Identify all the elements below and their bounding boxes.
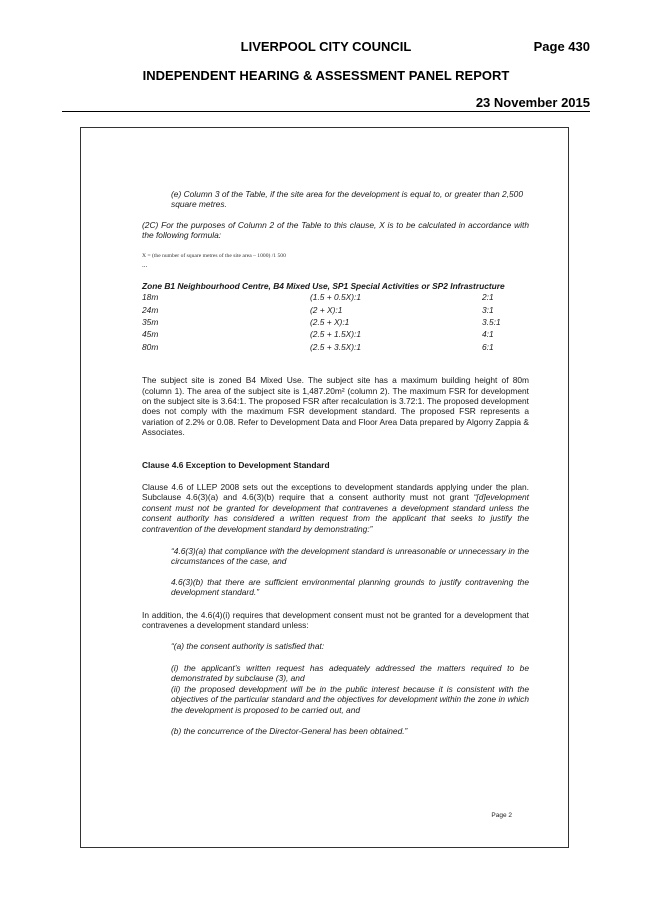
table-cell: 80m	[142, 341, 159, 352]
header-rule	[62, 111, 590, 112]
table-cell: 35m	[142, 317, 159, 327]
clause-heading: Clause 4.6 Exception to Development Stan…	[142, 459, 330, 470]
subject-site-paragraph: The subject site is zoned B4 Mixed Use. …	[142, 375, 529, 438]
table-cell: (1.5 + 0.5X):1	[310, 292, 361, 303]
table-row: 24m (2 + X):1 3:1	[142, 305, 529, 317]
condition-i: (i) the applicant’s written request has …	[171, 662, 529, 684]
table-cell: 24m	[142, 304, 159, 315]
addition-paragraph: In addition, the 4.6(4)(i) requires that…	[142, 609, 529, 631]
clause-paragraph-quote: “[d]evelopment consent must not be grant…	[142, 492, 529, 534]
table-cell: 4:1	[482, 329, 494, 340]
table-cell: 18m	[142, 292, 159, 303]
ellipsis: ...	[142, 260, 148, 269]
table-cell: (2.5 + 1.5X):1	[310, 329, 361, 340]
table-row: 18m (1.5 + 0.5X):1 2:1	[142, 292, 529, 304]
clause-paragraph-text: Clause 4.6 of LLEP 2008 sets out the exc…	[142, 482, 529, 503]
council-name: LIVERPOOL CITY COUNCIL	[240, 39, 412, 54]
table-cell: 45m	[142, 329, 159, 340]
inner-page-number: Page 2	[491, 812, 512, 819]
scanned-document-frame: (e) Column 3 of the Table, if the site a…	[80, 127, 569, 848]
table-cell: (2 + X):1	[310, 304, 343, 315]
quote-4-6-3-b: 4.6(3)(b) that there are sufficient envi…	[171, 576, 529, 598]
table-cell: 3.5:1	[482, 317, 501, 327]
table-cell: 2:1	[482, 292, 494, 303]
clause-paragraph: Clause 4.6 of LLEP 2008 sets out the exc…	[142, 482, 529, 534]
condition-ii: (ii) the proposed development will be in…	[171, 683, 529, 715]
table-row: 35m (2.5 + X):1 3.5:1	[142, 317, 529, 329]
para-2c: (2C) For the purposes of Column 2 of the…	[142, 219, 529, 241]
table-cell: 6:1	[482, 341, 494, 352]
table-cell: 3:1	[482, 304, 494, 315]
table-row: 45m (2.5 + 1.5X):1 4:1	[142, 329, 529, 341]
condition-b: (b) the concurrence of the Director-Gene…	[171, 725, 408, 736]
formula: X = (the number of square metres of the …	[142, 252, 286, 259]
item-e: (e) Column 3 of the Table, if the site a…	[171, 189, 523, 210]
table-row: 80m (2.5 + 3.5X):1 6:1	[142, 342, 529, 354]
zone-heading: Zone B1 Neighbourhood Centre, B4 Mixed U…	[142, 280, 505, 291]
condition-a: “(a) the consent authority is satisfied …	[171, 641, 325, 652]
document-body: (e) Column 3 of the Table, if the site a…	[142, 189, 529, 736]
report-title: INDEPENDENT HEARING & ASSESSMENT PANEL R…	[142, 68, 510, 83]
fsr-table: 18m (1.5 + 0.5X):1 2:1 24m (2 + X):1 3:1…	[142, 292, 529, 354]
page-number: Page 430	[533, 39, 590, 54]
report-date: 23 November 2015	[475, 95, 590, 110]
table-cell: (2.5 + 3.5X):1	[310, 341, 361, 352]
quote-4-6-3-a: “4.6(3)(a) that compliance with the deve…	[171, 546, 529, 567]
table-cell: (2.5 + X):1	[310, 317, 350, 327]
